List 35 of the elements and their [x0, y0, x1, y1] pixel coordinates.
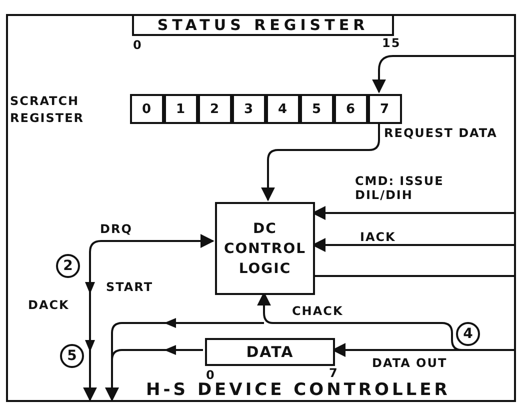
callout-number: 4 — [456, 322, 480, 346]
edge-label: CMD: ISSUE DIL/DIH — [355, 174, 445, 202]
bit-number: 0 — [133, 38, 142, 52]
register-box: DATA — [205, 338, 335, 366]
signal-label: DACK — [28, 298, 70, 312]
controller-frame — [6, 14, 516, 402]
arrow — [372, 55, 514, 94]
bit-number: 7 — [329, 366, 338, 380]
edge-label: DATA OUT — [372, 356, 448, 370]
callout-number: 2 — [56, 254, 80, 278]
bit-number: 0 — [206, 368, 216, 382]
controller-title: H-S DEVICE CONTROLLER — [146, 380, 450, 400]
callout-number: 5 — [60, 344, 84, 368]
bit-cell: 2 — [198, 94, 232, 124]
bit-cell: 5 — [300, 94, 334, 124]
edge-label: DRQ — [100, 222, 132, 236]
bit-cell: 7 — [368, 94, 402, 124]
arrow — [83, 252, 97, 402]
bit-cell: 1 — [164, 94, 198, 124]
register-box: STATUS REGISTER — [132, 14, 394, 36]
signal-line — [313, 275, 514, 277]
bit-number: 15 — [382, 36, 401, 50]
logic-block: DC CONTROL LOGIC — [215, 202, 315, 295]
edge-label: IACK — [360, 230, 396, 244]
arrow — [261, 122, 380, 202]
arrow — [89, 234, 214, 252]
edge-label: CHACK — [292, 304, 344, 318]
arrow — [105, 318, 264, 402]
edge-label: REQUEST DATA — [384, 126, 498, 140]
bit-cell: 4 — [266, 94, 300, 124]
bit-cell: 0 — [130, 94, 164, 124]
bit-cell: 3 — [232, 94, 266, 124]
register-label: SCRATCH REGISTER — [10, 93, 86, 127]
signal-label: START — [106, 280, 154, 294]
bit-cell: 6 — [334, 94, 368, 124]
